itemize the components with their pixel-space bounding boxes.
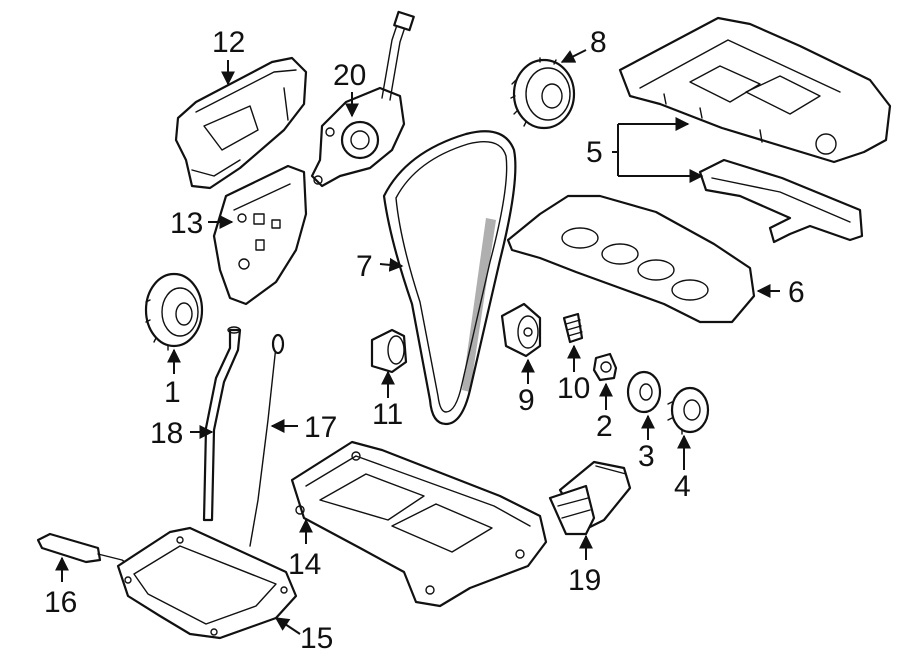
callout-15: 15 <box>300 622 333 655</box>
part-8-camshaft-sprocket <box>510 57 576 130</box>
callout-2: 2 <box>596 410 613 443</box>
part-3-seal <box>626 370 662 414</box>
callout-19: 19 <box>568 564 601 597</box>
callout-4: 4 <box>674 470 691 503</box>
part-15-lower-oil-pan <box>116 526 298 640</box>
part-7-timing-belt <box>382 130 517 426</box>
part-9-tensioner <box>500 302 542 358</box>
part-5-valve-cover <box>618 16 892 164</box>
callout-12: 12 <box>212 26 245 59</box>
callout-6: 6 <box>788 276 805 309</box>
leader-7 <box>379 257 404 272</box>
callout-18: 18 <box>150 417 183 450</box>
callout-1: 1 <box>164 376 181 409</box>
callout-17: 17 <box>304 411 337 444</box>
callout-14: 14 <box>288 548 321 581</box>
part-6-cam-cover-gasket <box>506 194 756 324</box>
callout-11: 11 <box>372 398 403 431</box>
part-5-valve-cover-gasket <box>698 158 864 244</box>
callout-7: 7 <box>356 250 373 283</box>
callout-5: 5 <box>586 136 603 169</box>
part-1-crankshaft-sprocket <box>144 272 204 351</box>
part-19-oil-filter <box>548 460 632 536</box>
part-4-pulley <box>667 386 710 435</box>
callout-10: 10 <box>557 372 590 405</box>
leader-15 <box>274 617 301 635</box>
part-12-upper-timing-cover <box>174 56 308 190</box>
callout-16: 16 <box>44 586 77 619</box>
part-13-lower-timing-cover <box>212 164 308 306</box>
callout-labels: 12 13 20 8 5 6 7 1 11 9 10 2 3 4 18 17 1… <box>44 26 805 655</box>
part-20-oil-pump <box>310 10 415 188</box>
callout-9: 9 <box>518 384 535 417</box>
part-14-upper-oil-pan <box>290 440 548 608</box>
leader-lines <box>55 49 780 635</box>
part-2-plug <box>592 352 618 382</box>
leader-5 <box>612 123 700 177</box>
callout-3: 3 <box>638 440 655 473</box>
part-10-tensioner-spring <box>562 312 584 344</box>
leader-8 <box>560 49 587 63</box>
callout-8: 8 <box>590 26 607 59</box>
part-18-dipstick-tube <box>202 326 242 522</box>
callout-13: 13 <box>170 207 203 240</box>
callout-20: 20 <box>333 59 366 92</box>
part-17-dipstick <box>249 333 285 547</box>
part-11-idler-pulley <box>370 328 408 374</box>
